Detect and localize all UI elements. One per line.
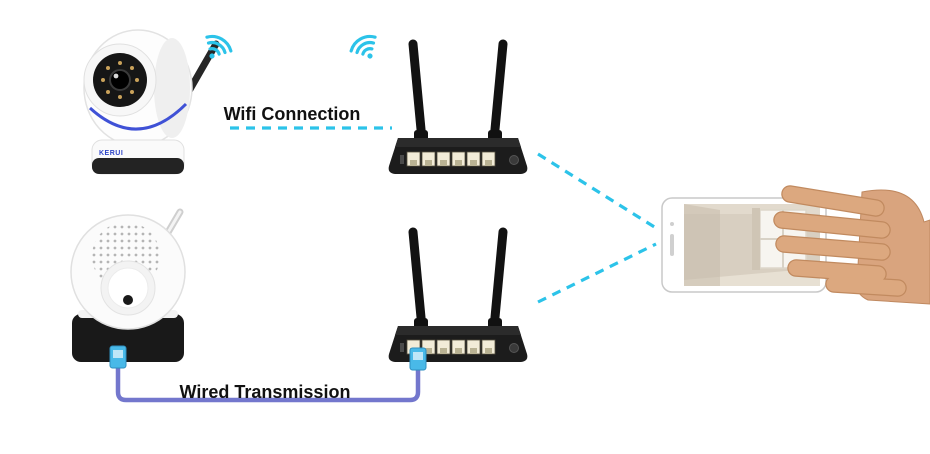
router-bottom <box>389 232 528 362</box>
link-router-top-phone <box>537 152 657 230</box>
ethernet-connector-router <box>409 347 427 371</box>
wifi-signal-icon-router <box>346 30 385 67</box>
wifi-camera: KERUI <box>83 29 220 175</box>
hand-fingers <box>774 186 906 296</box>
smartphone-in-hand <box>661 185 930 305</box>
wired-transmission-label: Wired Transmission <box>180 382 351 402</box>
camera-brand-label: KERUI <box>99 150 123 157</box>
wifi-connection-label: Wifi Connection <box>224 104 361 124</box>
router-top <box>389 44 528 174</box>
hand <box>773 185 930 305</box>
camera-head-side <box>154 38 190 138</box>
ethernet-cable <box>115 363 421 403</box>
phone-camera-dot <box>670 222 674 226</box>
phone-earpiece <box>670 234 674 256</box>
camera-base-band <box>92 158 184 174</box>
camera2-base <box>72 314 184 362</box>
camera-lens-glint <box>113 73 119 79</box>
camera-lens <box>109 69 131 91</box>
ethernet-connector-camera <box>109 345 127 369</box>
camera-ir-leds <box>101 61 139 99</box>
hand-thumb <box>826 276 906 296</box>
camera2-lens <box>123 295 133 305</box>
camera2-face <box>107 267 149 309</box>
link-router-bottom-phone <box>537 242 657 304</box>
wired-camera <box>70 208 186 362</box>
camera-blue-ring <box>88 102 188 131</box>
